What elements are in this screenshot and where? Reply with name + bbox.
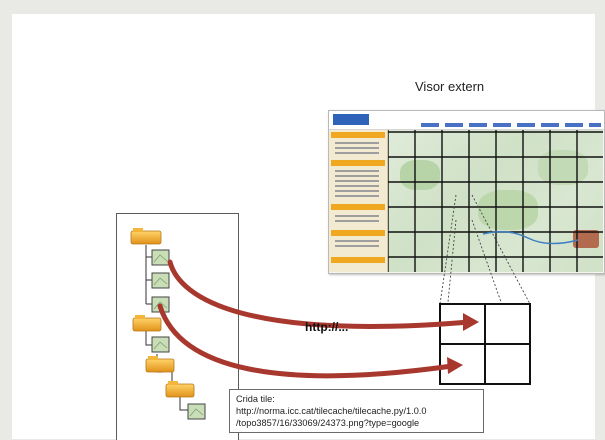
- sidebar-item: [335, 220, 379, 222]
- sidebar-section-header: [331, 132, 385, 138]
- map-view[interactable]: [388, 130, 603, 272]
- sidebar-item: [335, 147, 379, 149]
- sidebar-item: [335, 152, 379, 154]
- sidebar-section-header: [331, 230, 385, 236]
- sidebar-item: [335, 240, 379, 242]
- sidebar-item: [335, 215, 379, 217]
- tile-call-box: Crida tile: http://norma.icc.cat/tilecac…: [229, 389, 484, 433]
- folder-icon: [165, 381, 195, 398]
- viewer-header: [329, 111, 604, 130]
- external-viewer-window: [328, 110, 605, 274]
- map-photo-thumbnail: [573, 230, 599, 248]
- sidebar-item: [335, 170, 379, 172]
- sidebar-section-header: [331, 257, 385, 263]
- map-terrain: [538, 150, 588, 185]
- sidebar-item: [335, 245, 379, 247]
- map-tile-grid: [388, 130, 603, 272]
- sidebar-item: [335, 190, 379, 192]
- tile-call-url-line: /topo3857/16/33069/24373.png?type=google: [236, 418, 420, 428]
- tile-image-icon: [151, 249, 170, 266]
- viewer-logo: [333, 114, 369, 125]
- tile-image-icon: [151, 272, 170, 289]
- tile-call-url-line: http://norma.icc.cat/tilecache/tilecache…: [236, 406, 427, 416]
- sidebar-item: [335, 195, 379, 197]
- sidebar-item: [335, 180, 379, 182]
- viewer-title: Visor extern: [415, 79, 485, 94]
- request-arrow: [167, 259, 479, 331]
- folder-icon: [145, 356, 175, 373]
- sidebar-section-header: [331, 160, 385, 166]
- sidebar-item: [335, 175, 379, 177]
- request-arrow: [157, 303, 463, 379]
- tile-image-icon: [151, 336, 170, 353]
- folder-icon: [130, 228, 162, 245]
- sidebar-item: [335, 142, 379, 144]
- map-terrain: [478, 190, 538, 230]
- map-terrain: [400, 160, 440, 190]
- viewer-sidebar: [329, 130, 388, 272]
- tile-call-heading: Crida tile:: [236, 394, 275, 404]
- sidebar-section-header: [331, 204, 385, 210]
- sidebar-item: [335, 185, 379, 187]
- tile-image-icon: [187, 403, 206, 420]
- folder-icon: [132, 315, 162, 332]
- viewer-nav-links: [421, 123, 601, 127]
- http-request-label: http://...: [305, 320, 349, 334]
- enlarged-tile-grid: [439, 303, 531, 385]
